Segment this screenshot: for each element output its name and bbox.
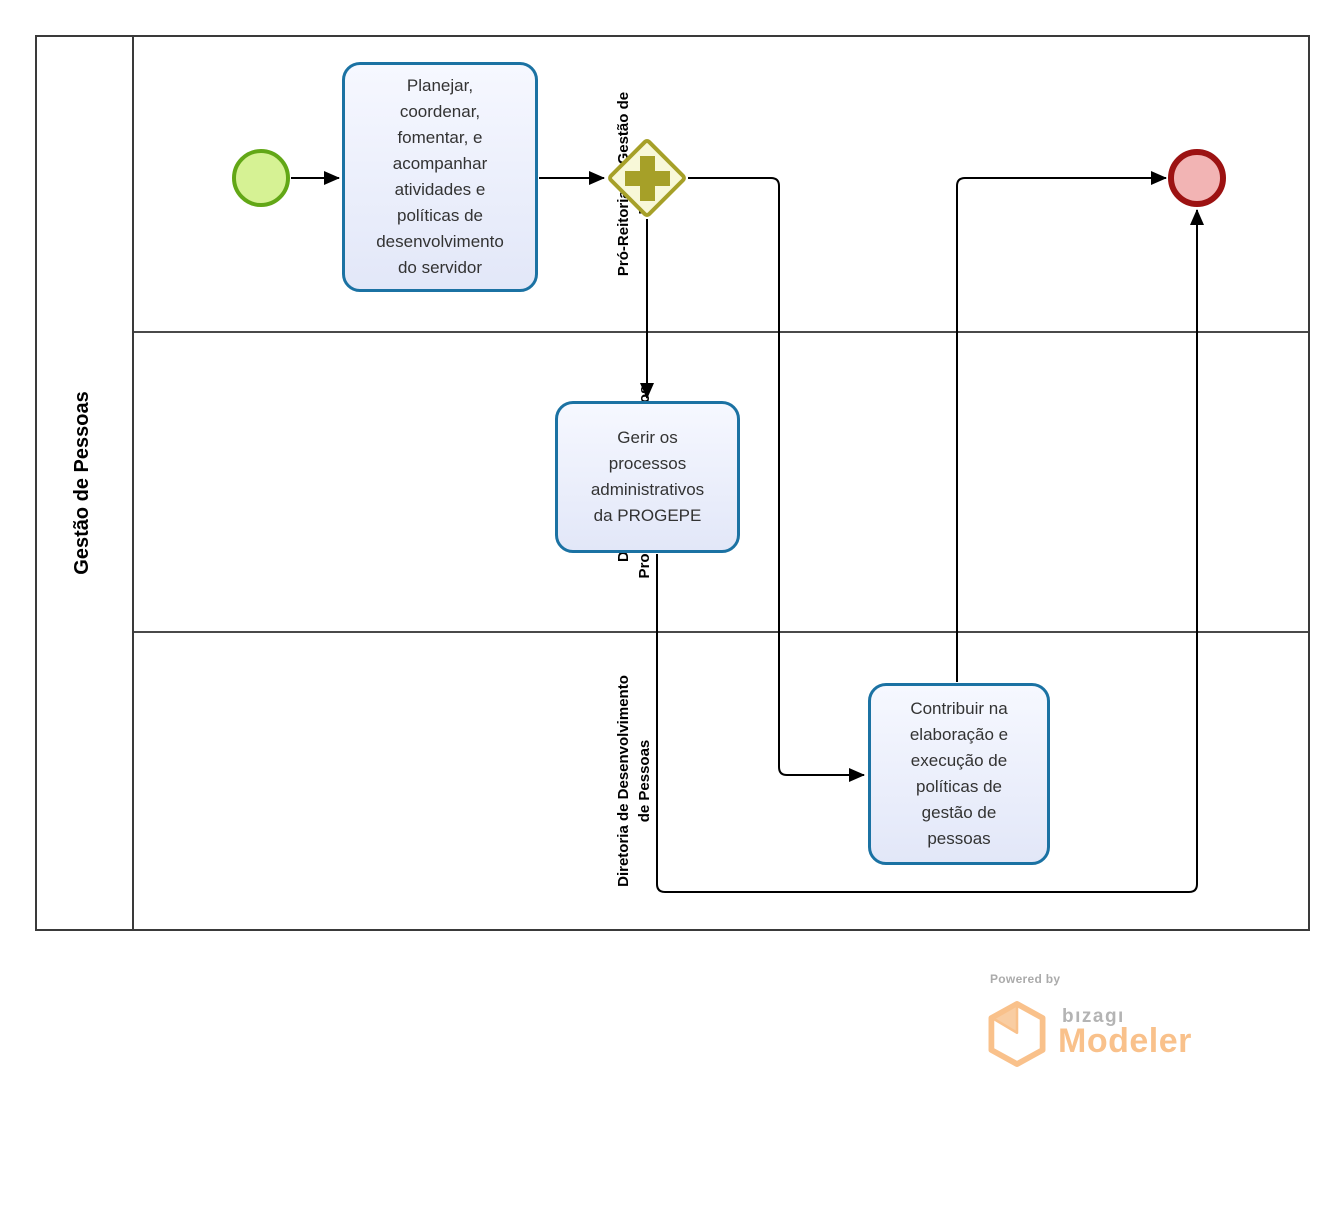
bizagi-modeler-stamp: Powered by bızagı Modeler [985, 972, 1245, 1072]
lane-diretoria-desenvolvimento: Diretoria de Desenvolvimento de Pessoas [134, 631, 1308, 929]
pool-title: Gestão de Pessoas [71, 391, 93, 575]
task-planejar[interactable]: Planejar, coordenar, fomentar, e acompan… [342, 62, 538, 292]
task-gerir-processos[interactable]: Gerir os processos administrativos da PR… [555, 401, 740, 553]
powered-by-label: Powered by [990, 972, 1061, 986]
modeler-wordmark: Modeler [1058, 1022, 1192, 1060]
pool-title-strip: Gestão de Pessoas [37, 37, 134, 929]
bizagi-logo-icon [988, 1001, 1046, 1067]
end-event[interactable] [1168, 149, 1226, 207]
lane-label-diretoria-desenvolvimento: Diretoria de Desenvolvimento de Pessoas [615, 675, 653, 887]
start-event[interactable] [232, 149, 290, 207]
task-contribuir[interactable]: Contribuir na elaboração e execução de p… [868, 683, 1050, 865]
lane-pro-reitoria: Pró-Reitoria de Gestão de Pessoas [134, 37, 1308, 331]
bizagi-wordmark: bızagı [1062, 1006, 1125, 1027]
plus-icon [640, 156, 655, 201]
